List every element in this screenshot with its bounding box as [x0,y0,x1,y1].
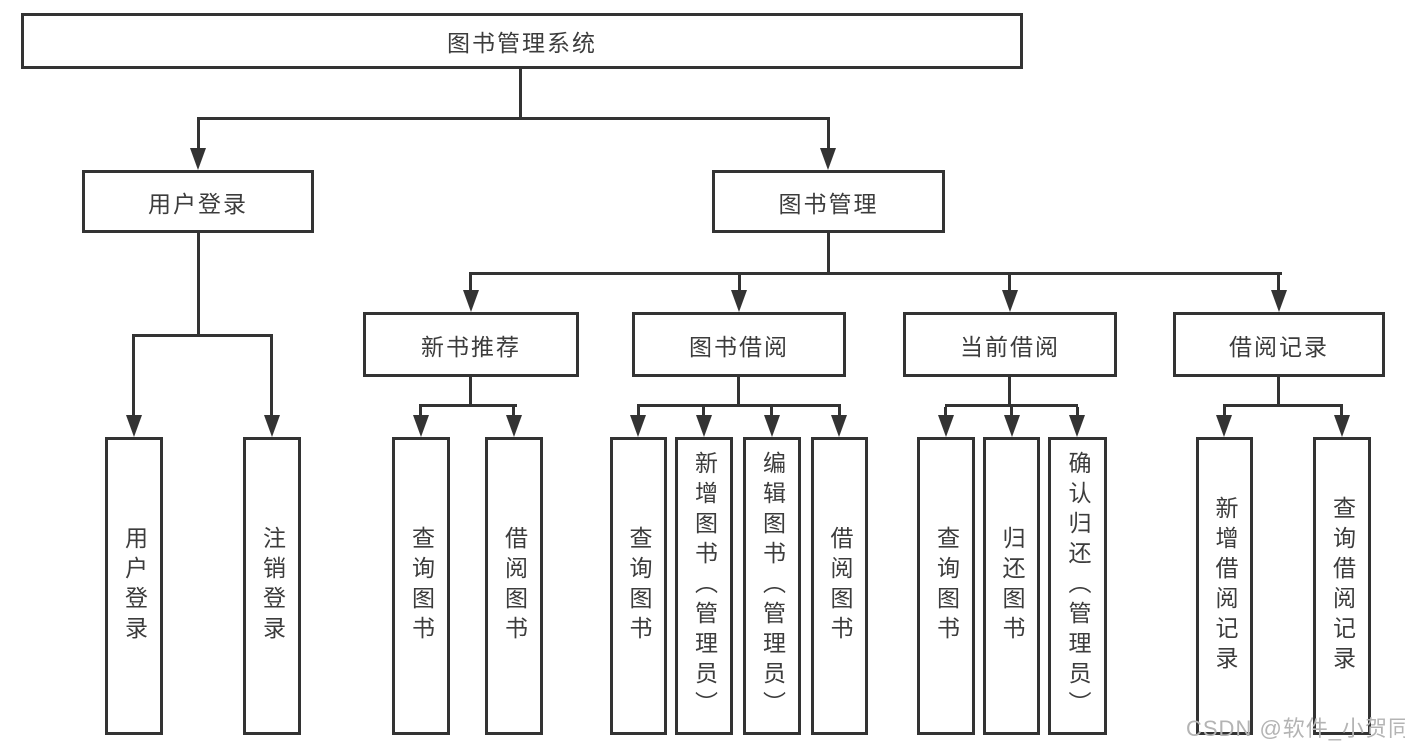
leaf-label: 新增借阅记录 [1212,496,1238,676]
arrowhead-leaf-user-login [126,415,142,437]
leaf-label: 借阅图书 [827,526,853,646]
connector-drop-query-books-1 [419,407,422,417]
connector-drop-add-book [702,407,705,417]
leaf-label: 新增图书（管理员） [691,451,718,721]
leaf-label: 查询图书 [408,526,435,646]
connector-new-book-rail [419,404,517,407]
leaf-query-books-borrowing: 查询图书 [610,437,667,735]
arrowhead-edit-book [764,415,780,437]
leaf-label: 归还图书 [999,526,1025,646]
connector-drop-borrow-books-2 [838,407,841,417]
connector-drop-edit-book [770,407,773,417]
connector-drop-add-borrow-record [1223,407,1226,417]
connector-drop-borrow-books-1 [512,407,515,417]
csdn-watermark: CSDN @软件_小贺同学 [1186,716,1405,741]
connector-drop-query-books-2 [637,407,640,417]
connector-drop-book-borrow [738,275,741,292]
leaf-add-borrow-record: 新增借阅记录 [1196,437,1253,735]
leaf-return-book: 归还图书 [983,437,1040,735]
connector-drop-query-books-3 [944,407,947,417]
node-new-book-recommendation: 新书推荐 [363,312,579,377]
leaf-add-book-admin: 新增图书（管理员） [675,437,733,735]
connector-drop-query-borrow-record [1340,407,1343,417]
leaf-label: 注销登录 [259,526,286,646]
connector-drop-confirm-return [1076,407,1079,417]
connector-drop-borrow-records [1277,275,1280,292]
arrowhead-user-login [190,148,206,170]
leaf-label: 编辑图书（管理员） [759,451,786,721]
node-borrowing-records: 借阅记录 [1173,312,1385,377]
connector-drop-user-login [197,120,200,150]
node-label: 图书借阅 [689,333,789,360]
connector-drop-new-book [469,275,472,292]
node-label: 当前借阅 [960,333,1060,360]
connector-drop-book-management [827,120,830,150]
leaf-label: 借阅图书 [501,526,528,646]
arrowhead-new-book [463,290,479,312]
leaf-query-borrow-record: 查询借阅记录 [1313,437,1371,735]
arrowhead-confirm-return [1069,415,1085,437]
arrowhead-book-borrow [731,290,747,312]
connector-book-borrow-rail [637,404,841,407]
arrowhead-return-book [1004,415,1020,437]
connector-current-borrow-rail [945,404,1078,407]
node-library-management-system: 图书管理系统 [21,13,1023,69]
connector-drop-return-book [1010,407,1013,417]
connector-root-rail [197,117,830,120]
connector-current-borrow-stem [1008,377,1011,406]
arrowhead-add-book [696,415,712,437]
connector-new-book-stem [469,377,472,406]
leaf-edit-book-admin: 编辑图书（管理员） [743,437,801,735]
node-label: 图书管理系统 [447,30,597,56]
node-label: 用户登录 [148,190,248,217]
connector-book-management-rail [469,272,1282,275]
connector-book-borrow-stem [737,377,740,406]
arrowhead-query-books-2 [630,415,646,437]
leaf-label: 查询借阅记录 [1329,496,1356,676]
node-label: 借阅记录 [1229,333,1329,360]
connector-borrow-records-rail [1223,404,1343,407]
leaf-user-login: 用户登录 [105,437,163,735]
connector-drop-current-borrow [1008,275,1011,292]
node-book-borrowing: 图书借阅 [632,312,846,377]
leaf-label: 用户登录 [121,526,148,646]
leaf-label: 查询图书 [626,526,652,646]
arrowhead-add-borrow-record [1216,415,1232,437]
leaf-borrow-books-borrowing: 借阅图书 [811,437,868,735]
arrowhead-query-books-3 [938,415,954,437]
arrowhead-query-borrow-record [1334,415,1350,437]
node-book-management: 图书管理 [712,170,945,233]
leaf-query-books-recommend: 查询图书 [392,437,450,735]
arrowhead-book-management [820,148,836,170]
connector-drop-leaf-user-login [132,337,135,417]
connector-book-management-stem [827,233,830,275]
node-label: 图书管理 [778,190,879,217]
node-user-login: 用户登录 [82,170,314,233]
leaf-label: 确认归还（管理员） [1065,451,1091,721]
connector-borrow-records-stem [1277,377,1280,406]
arrowhead-query-books-1 [413,415,429,437]
arrowhead-borrow-books-2 [831,415,847,437]
leaf-query-books-current: 查询图书 [917,437,975,735]
arrowhead-borrow-records [1271,290,1287,312]
arrowhead-borrow-books-1 [506,415,522,437]
arrowhead-leaf-logout [264,415,280,437]
leaf-borrow-books-recommend: 借阅图书 [485,437,543,735]
arrowhead-current-borrow [1002,290,1018,312]
leaf-confirm-return-admin: 确认归还（管理员） [1048,437,1107,735]
connector-user-login-stem [197,233,200,336]
node-label: 新书推荐 [421,333,521,360]
leaf-logout: 注销登录 [243,437,301,735]
connector-user-login-rail [132,334,273,337]
node-current-borrowing: 当前借阅 [903,312,1117,377]
leaf-label: 查询图书 [933,526,960,646]
connector-drop-leaf-logout [270,337,273,417]
connector-root-stem [519,69,522,118]
